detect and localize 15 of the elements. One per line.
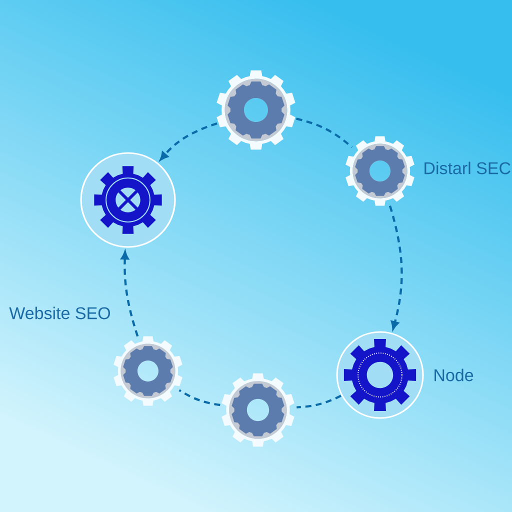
gear-in-circle	[336, 331, 424, 419]
gear	[216, 70, 296, 150]
dashed-arrow	[160, 122, 218, 160]
node-label: Distarl SEC	[424, 162, 510, 174]
node-label: Node	[434, 368, 474, 382]
gear	[222, 373, 294, 447]
dashed-arrow	[120, 251, 139, 337]
edge-label: Website SEO	[9, 306, 110, 320]
gear-in-circle	[80, 152, 176, 248]
dashed-line	[296, 394, 342, 408]
dashed-arrow	[388, 205, 403, 330]
gear	[346, 136, 414, 206]
gear	[114, 336, 182, 406]
dashed-line	[296, 118, 353, 148]
dashed-line	[178, 389, 220, 406]
